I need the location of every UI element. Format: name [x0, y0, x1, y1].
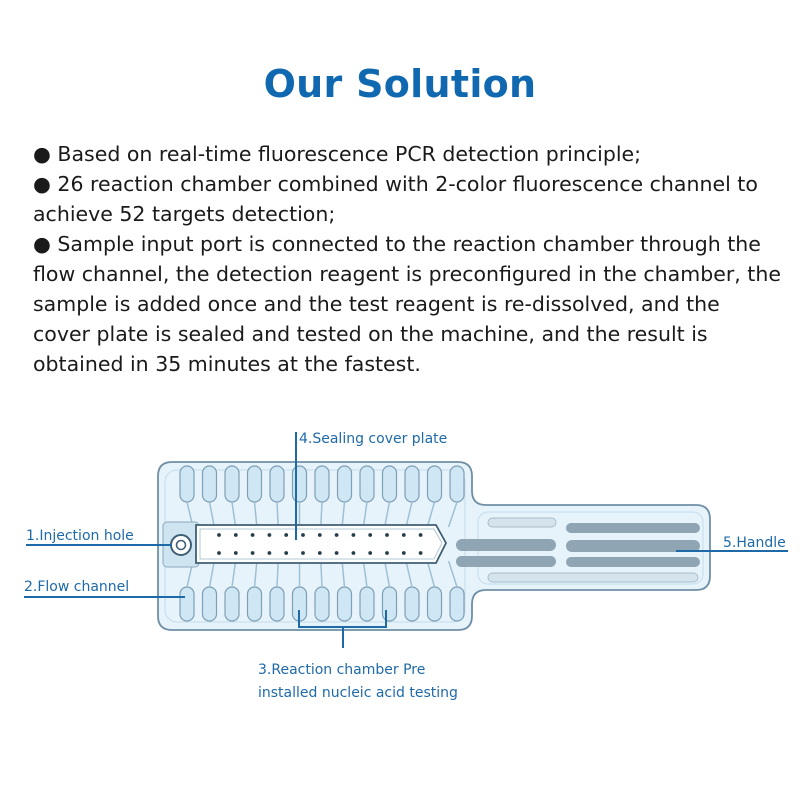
detection-dot	[401, 551, 406, 555]
detection-dot	[401, 533, 406, 537]
flow-channel-line	[405, 501, 413, 528]
label-flow-channel: 2.Flow channel	[24, 579, 129, 595]
page-title: Our Solution	[263, 62, 537, 106]
flow-channel-line	[320, 501, 323, 528]
flow-channel-line	[383, 501, 391, 528]
reaction-chamber	[336, 586, 353, 622]
reaction-chamber	[201, 586, 218, 622]
flow-channel-line	[383, 560, 391, 588]
detection-dot	[418, 533, 423, 537]
detection-dot	[217, 551, 221, 555]
flow-channel-line	[208, 501, 216, 528]
reaction-chamber	[381, 465, 398, 503]
detection-dot	[334, 551, 339, 555]
bullet-item: ● Sample input port is connected to the …	[33, 232, 781, 376]
reaction-chamber	[246, 586, 263, 622]
flow-channel-line	[231, 501, 237, 528]
detection-dot	[250, 551, 255, 555]
detection-dot	[267, 533, 272, 537]
handle-bar	[487, 517, 557, 528]
reaction-chamber	[426, 586, 443, 622]
detection-dot	[250, 533, 255, 537]
flow-channel-line	[362, 560, 368, 588]
reaction-chamber	[179, 465, 195, 503]
reaction-chamber	[336, 465, 353, 503]
flow-channel-line	[447, 501, 458, 528]
flow-channel-line	[208, 560, 216, 588]
detection-dot	[217, 533, 221, 537]
detection-dot	[317, 551, 322, 555]
flow-channel-line	[341, 560, 346, 588]
reaction-chamber	[426, 465, 443, 503]
flow-channel-line	[276, 560, 279, 588]
detection-dot	[385, 533, 389, 537]
detection-dot	[284, 551, 289, 555]
reaction-chamber	[269, 465, 285, 503]
label-injection-hole: 1.Injection hole	[26, 528, 134, 544]
flow-channel-line	[362, 501, 368, 528]
detection-dot	[284, 533, 289, 537]
label-sealing-cover: 4.Sealing cover plate	[299, 431, 447, 447]
handle-bar	[566, 540, 700, 552]
reaction-chamber	[404, 465, 420, 503]
top-reaction-chambers	[179, 465, 465, 528]
handle-bar	[566, 557, 700, 567]
flow-channel-line	[405, 560, 413, 588]
handle-bar	[456, 539, 556, 551]
bullet-list: ● Based on real-time fluorescence PCR de…	[33, 139, 783, 379]
reaction-chamber	[314, 465, 330, 503]
reaction-chamber	[359, 465, 375, 503]
flow-channel-line	[447, 560, 458, 588]
handle-bar	[566, 523, 700, 533]
flow-channel-line	[426, 560, 436, 588]
detection-dot	[301, 533, 305, 537]
reaction-chamber	[381, 586, 398, 622]
detection-dot	[334, 533, 339, 537]
reaction-chamber	[291, 465, 308, 503]
bullet-item: ● 26 reaction chamber combined with 2-co…	[33, 172, 758, 226]
detection-dot	[418, 551, 423, 555]
reaction-chamber	[269, 586, 285, 622]
reaction-chamber	[404, 586, 420, 622]
flow-channel-line	[426, 501, 436, 528]
reaction-chamber	[449, 586, 465, 622]
injection-hole-inner	[175, 539, 187, 551]
flow-channel-line	[253, 560, 258, 588]
detection-dot	[233, 551, 238, 555]
detection-dot	[351, 551, 356, 555]
reaction-chamber	[224, 465, 240, 503]
detection-dot	[368, 551, 373, 555]
detection-dot	[233, 533, 238, 537]
reaction-chamber	[224, 586, 240, 622]
label-handle: 5.Handle	[723, 535, 786, 551]
label-reaction-chamber-1: 3.Reaction chamber Pre	[258, 662, 425, 678]
central-channel	[195, 524, 448, 564]
detection-dot	[317, 533, 322, 537]
flow-channel-line	[320, 560, 323, 588]
detection-dot	[301, 551, 305, 555]
reaction-chamber	[314, 586, 330, 622]
flow-channel-line	[276, 501, 279, 528]
reaction-chamber	[246, 465, 263, 503]
reaction-chamber	[359, 586, 375, 622]
handle-bar	[456, 556, 556, 567]
callout-line-reaction	[298, 610, 387, 648]
handle-bar	[487, 572, 699, 583]
flow-channel-line	[341, 501, 346, 528]
detection-dot	[368, 533, 373, 537]
flow-channel-line	[253, 501, 258, 528]
label-reaction-chamber-2: installed nucleic acid testing	[258, 685, 458, 701]
bullet-item: ● Based on real-time fluorescence PCR de…	[33, 142, 642, 166]
flow-channel-line	[231, 560, 237, 588]
reaction-chamber	[179, 586, 195, 622]
detection-dot	[267, 551, 272, 555]
reaction-chamber	[449, 465, 465, 503]
reaction-chamber	[201, 465, 218, 503]
detection-dots	[217, 533, 423, 555]
bottom-reaction-chambers	[179, 560, 465, 622]
detection-dot	[351, 533, 356, 537]
detection-dot	[385, 551, 389, 555]
central-channel-inner	[199, 528, 443, 560]
